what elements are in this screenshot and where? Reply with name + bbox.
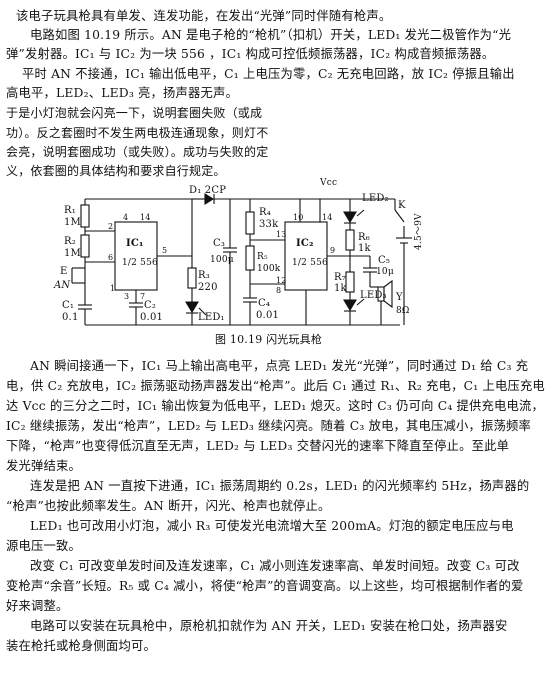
label-led3: LED₃ [360, 290, 387, 301]
label-c3v: 100μ [210, 255, 234, 265]
label-r3v: 220 [198, 282, 218, 293]
label-led2: LED₂ [362, 193, 389, 204]
label-r1v: 1M [64, 217, 82, 228]
text-line: 装在枪托或枪身侧面均可。 [6, 639, 156, 653]
label-c4: C₄ [258, 298, 271, 309]
r3-resistor [187, 267, 197, 289]
pin-label: 6 [108, 253, 114, 262]
label-r6v: 1k [358, 243, 371, 254]
label-c2v: 0.01 [140, 312, 164, 323]
text-line: 发光弹结束。 [6, 459, 81, 473]
label-yv: 8Ω [396, 306, 410, 316]
text-line: 高电平，LED₂、LED₃ 亮，扬声器无声。 [6, 86, 239, 100]
pin-label: 9 [330, 246, 336, 255]
inset-line: 义，依套圈的具体结构和要求自行规定。 [6, 164, 226, 178]
label-c2: C₂ [144, 300, 157, 311]
text-line: 平时 AN 不接通，IC₁ 输出低电平，C₁ 上电压为零，C₂ 无充电回路，放 … [22, 67, 515, 81]
label-led1: LED₁ [198, 312, 225, 323]
pin-label: 10 [293, 213, 304, 222]
inset-line: 会亮，说明套圈成功（或失败）。成功与失败的定 [6, 145, 269, 159]
label-r6: R₆ [358, 232, 370, 243]
r2-resistor [80, 234, 90, 258]
text-line: AN 瞬间接通一下，IC₁ 马上输出高电平，点亮 LED₁ 发光“光弹”，同时通… [30, 359, 529, 373]
pin-label: 13 [276, 230, 287, 239]
label-r5v: 100k [257, 264, 281, 274]
label-r7: R₇ [334, 272, 346, 283]
label-y: Y [396, 292, 403, 303]
label-r2: R₂ [64, 236, 76, 247]
label-ic1half: 1/2 556 [122, 258, 158, 268]
label-c1: C₁ [62, 300, 75, 311]
label-r4: R₄ [259, 207, 271, 218]
inset-line: 于是小灯泡就会闪亮一下，说明套圈失败（或成 [6, 106, 263, 120]
label-r5: R₅ [257, 252, 268, 262]
text-line: 电路如图 10.19 所示。AN 是电子枪的“枪机”（扣机）开关，LED₁ 发光… [30, 28, 512, 42]
text-line: 电路可以安装在玩具枪中，原枪机扣就作为 AN 开关，LED₁ 安装在枪口处，扬声… [30, 619, 508, 633]
inset-line: 功）。反之套圈时不发生两电极连通现象，则灯不 [6, 126, 269, 140]
text-line: 电，供 C₂ 充放电，IC₂ 振荡驱动扬声器发出“枪声”。此后 C₁ 通过 R₁… [6, 379, 545, 393]
r5-resistor [245, 245, 255, 271]
text-line: 弹”发射器。IC₁ 与 IC₂ 为一块 556 ，IC₁ 构成可控低频振荡器，I… [6, 47, 495, 61]
label-ic2half: 1/2 556 [292, 258, 328, 268]
text-line: 该电子玩具枪具有单发、连发功能，在发出“光弹”同时伴随有枪声。 [16, 9, 392, 23]
label-batt: 4.5～9V [414, 213, 424, 250]
led3-symbol [343, 299, 357, 312]
label-c3: C₃ [213, 238, 226, 249]
pin-label: 3 [124, 292, 130, 301]
text-line: 变枪声“余音”长短。R₅ 或 C₄ 减小，将使“枪声”的音调变高。以上这些，均可… [6, 579, 524, 593]
text-line: IC₂ 继续振荡，发出“枪声”，LED₂ 与 LED₃ 继续闪亮。随着 C₃ 放… [6, 419, 532, 433]
r7-resistor [345, 271, 355, 293]
r6-resistor [345, 229, 355, 251]
pin-label: 7 [140, 292, 146, 301]
pin-label: 14 [322, 213, 333, 222]
text-line: LED₁ 也可改用小灯泡，减小 R₃ 可使发光电流增大至 200mA。灯泡的额定… [30, 519, 514, 533]
text-line: 下降，“枪声”也变得低沉直至无声，LED₂ 与 LED₃ 交替闪光的速率下降直至… [6, 439, 510, 453]
text-line: 源电压一致。 [6, 539, 81, 553]
label-c5: C₅ [378, 255, 391, 266]
text-line: 连发是把 AN 一直按下进通，IC₁ 振荡周期约 0.2s，LED₁ 的闪光频率… [30, 479, 530, 493]
label-c1v: 0.1 [62, 312, 79, 323]
label-ic2: IC₂ [296, 238, 314, 249]
label-r2v: 1M [64, 248, 82, 259]
label-c5v: 10μ [376, 267, 394, 277]
r4-resistor [245, 211, 255, 235]
label-c4v: 0.01 [256, 310, 280, 321]
pin-label: 2 [108, 222, 114, 231]
pin-label: 12 [276, 276, 287, 285]
label-r3: R₃ [198, 270, 210, 281]
text-line: 好来调整。 [6, 599, 69, 613]
text-line: 改变 C₁ 可改变单发时间及连发速率，C₁ 减小则连发速率高、单发时间短。改变 … [30, 559, 520, 573]
pin-label: 5 [162, 246, 168, 255]
ic2-box [284, 221, 328, 291]
label-r7v: 1k [334, 283, 347, 294]
label-r1: R₁ [64, 205, 76, 216]
led2-symbol [343, 211, 357, 224]
led1-symbol [185, 301, 199, 314]
label-k: K [398, 200, 406, 211]
label-vcc: Vcc [320, 178, 338, 188]
label-e: E [60, 266, 68, 277]
pin-label: 1 [110, 284, 116, 293]
pin-label: 14 [140, 213, 151, 222]
text-line: 达 Vcc 的三分之二时，IC₁ 输出恢复为低电平，LED₁ 熄灭。这时 C₃ … [6, 399, 545, 413]
label-d1: D₁ 2CP [189, 185, 227, 196]
label-an: AN [54, 280, 71, 291]
pin-label: 4 [123, 213, 129, 222]
text-line: “枪声”也按此频率发生。AN 断开，闪光、枪声也就停止。 [6, 499, 331, 513]
pin-label: 8 [276, 286, 282, 295]
r1-resistor [80, 204, 90, 228]
ic1-box [114, 221, 158, 291]
label-ic1: IC₁ [126, 238, 144, 249]
label-r4v: 33k [259, 219, 279, 230]
figure-caption: 图 10.19 闪光玩具枪 [215, 333, 323, 346]
circuit-diagram [71, 193, 412, 326]
